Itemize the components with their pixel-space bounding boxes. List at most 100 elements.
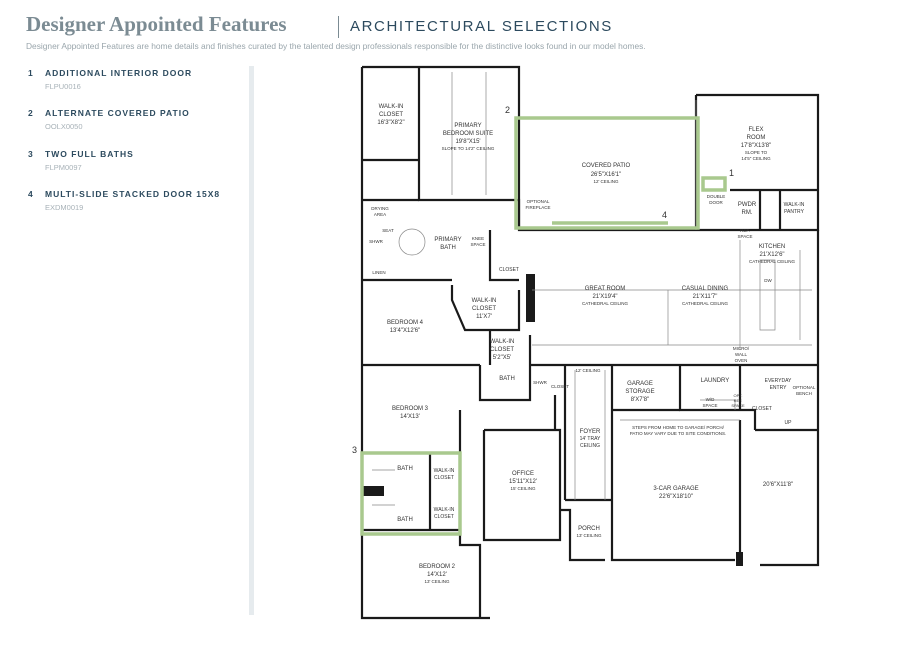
feature-number: 1: [28, 68, 33, 78]
room-label: WALK-IN: [434, 468, 455, 474]
feature-code: EXDM0019: [45, 203, 84, 212]
room-label: BATH: [397, 517, 413, 523]
feature-item[interactable]: 4 MULTI-SLIDE STACKED DOOR 15X8 EXDM0019: [28, 189, 238, 223]
header: Designer Appointed Features ARCHITECTURA…: [26, 12, 886, 52]
room-note: CATHEDRAL CEILING: [682, 301, 729, 306]
room-label: WALK-IN: [784, 202, 805, 208]
room-note: SPACE: [738, 234, 753, 239]
room-note: W/D: [706, 397, 715, 402]
room-dims: 14'X13': [400, 414, 420, 420]
room-label: WALK-IN: [472, 298, 497, 304]
room-note: MICRO/: [733, 346, 750, 351]
room-label: CLOSET: [379, 112, 403, 118]
marker-3: 3: [352, 445, 357, 455]
feature-item[interactable]: 2 ALTERNATE COVERED PATIO OOLX0050: [28, 108, 238, 142]
room-note: REF.: [740, 228, 750, 233]
room-note: OPT.: [734, 393, 743, 398]
room-note: KNEE: [472, 236, 484, 241]
room-label: CLOSET: [472, 306, 496, 312]
room-label: PANTRY: [784, 209, 804, 215]
feature-name: ALTERNATE COVERED PATIO: [45, 108, 190, 118]
room-note: CATHEDRAL CEILING: [749, 259, 796, 264]
room-label: PWDR: [738, 202, 757, 208]
feature-item[interactable]: 3 TWO FULL BATHS FLPM0097: [28, 149, 238, 183]
room-label: GARAGE: [627, 381, 653, 387]
feature-item[interactable]: 1 ADDITIONAL INTERIOR DOOR FLPU0016: [28, 68, 238, 102]
room-label: CASUAL DINING: [682, 286, 729, 292]
room-dims: 17'8"X13'8": [741, 143, 772, 149]
room-note: SPACE: [703, 403, 718, 408]
room-dims: 8'X7'8": [631, 397, 649, 403]
room-note: DW: [764, 278, 772, 283]
room-note: DRYING: [371, 206, 389, 211]
room-note: CATHEDRAL CEILING: [582, 301, 629, 306]
room-label: KITCHEN: [759, 244, 785, 250]
marker-2: 2: [505, 105, 510, 115]
room-label: CLOSET: [490, 347, 514, 353]
floor-plan-drawing: WALK-IN CLOSET 16'3"X8'2" PRIMARY BEDROO…: [352, 65, 820, 620]
room-note: 15' CEILING: [510, 486, 536, 491]
room-label: LAUNDRY: [701, 378, 730, 384]
feature-code: OOLX0050: [45, 122, 83, 131]
panel-divider: [249, 66, 254, 615]
room-label: BEDROOM 3: [392, 406, 429, 412]
room-note: SPACE: [731, 403, 745, 408]
room-dims: 22'6"X18'10": [659, 494, 693, 500]
room-note: OVEN: [735, 358, 748, 363]
room-label: CLOSET: [434, 475, 454, 481]
room-label: FLEX: [748, 127, 763, 133]
patio-highlight: [514, 116, 700, 230]
room-note: BENCH: [796, 391, 812, 396]
room-dims: 19'8"X15': [455, 139, 480, 145]
room-note: DOUBLE: [707, 194, 726, 199]
room-label: GREAT ROOM: [585, 286, 625, 292]
room-label: CLOSET: [434, 514, 454, 520]
room-label: BEDROOM 2: [419, 564, 456, 570]
room-note: FIREPLACE: [525, 205, 550, 210]
room-note: SLOPE TO: [745, 150, 768, 155]
room-label: BEDROOM 4: [387, 320, 424, 326]
room-dims: 16'3"X8'2": [377, 120, 404, 126]
room-label: BEDROOM SUITE: [443, 131, 493, 137]
room-dims: 13'4"X12'6": [390, 328, 421, 334]
room-note: 12' CEILING: [593, 179, 619, 184]
room-note: DOOR: [709, 200, 723, 205]
room-note: 12' CEILING: [575, 368, 601, 373]
room-label: PORCH: [578, 526, 600, 532]
room-note: 14' TRAY: [580, 436, 601, 442]
room-dims: 21'X11'7": [693, 294, 718, 300]
room-note: OPTIONAL: [793, 385, 816, 390]
room-note: WALL: [735, 352, 748, 357]
room-label: BATH: [499, 376, 515, 382]
page-description: Designer Appointed Features are home det…: [26, 41, 646, 51]
room-note: 14'5" CEILING: [741, 156, 771, 161]
room-label: ROOM: [747, 135, 766, 141]
room-note: LINEN: [372, 270, 385, 275]
room-note: REF.: [734, 398, 743, 403]
room-label: FOYER: [580, 429, 601, 435]
room-label: EVERYDAY: [765, 378, 792, 384]
room-note: UP: [785, 420, 793, 426]
marker-1: 1: [729, 168, 734, 178]
room-dims: 14'X12': [427, 572, 447, 578]
room-dims: 5'2"X5': [493, 355, 511, 361]
room-note: 13' CEILING: [576, 533, 602, 538]
room-dims: 21'X12'6": [759, 252, 784, 258]
marker-4: 4: [662, 210, 667, 220]
room-label: COVERED PATIO: [582, 163, 631, 169]
room-dims: 20'6"X11'8": [763, 482, 793, 488]
room-label: OFFICE: [512, 471, 534, 477]
room-note: SPACE: [471, 242, 486, 247]
room-label: RM.: [742, 210, 753, 216]
room-label: PRIMARY: [434, 237, 461, 243]
room-note: SHWR: [533, 380, 547, 385]
feature-code: FLPU0016: [45, 82, 81, 91]
room-label: ENTRY: [770, 385, 788, 391]
room-note: SLOPE TO 14'2" CEILING: [442, 146, 495, 151]
room-note: SHWR: [369, 239, 383, 244]
room-note: PATIO MAY VARY DUE TO SITE CONDITIONS.: [630, 431, 727, 436]
room-label: STORAGE: [625, 389, 654, 395]
room-label: 3-CAR GARAGE: [653, 486, 698, 492]
feature-number: 2: [28, 108, 33, 118]
feature-code: FLPM0097: [45, 163, 82, 172]
